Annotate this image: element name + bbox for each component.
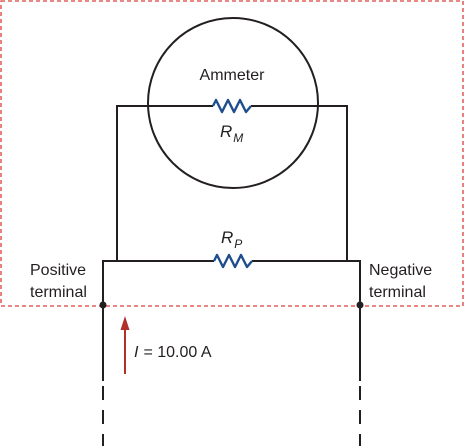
shunt-resistor-label: RP [221, 228, 242, 251]
current-arrow-head [120, 316, 130, 330]
meter-resistor-label: RM [220, 122, 243, 145]
positive-terminal-line-1: Positive [30, 262, 86, 279]
current-label: I= 10.00 A [134, 344, 212, 361]
negative-terminal-line-1: Negative [369, 262, 432, 279]
positive-terminal-label: Positive terminal [30, 262, 90, 301]
meter-branch-right-wire [251, 105, 348, 261]
ammeter-circle [147, 17, 319, 189]
negative-terminal-line-2: terminal [369, 284, 426, 301]
ammeter-title: Ammeter [200, 67, 266, 84]
ammeter-boundary-box [0, 0, 464, 307]
shunt-branch-left-wire [102, 260, 214, 300]
shunt-branch-right-wire [252, 260, 361, 300]
positive-terminal-line-2: terminal [30, 284, 87, 301]
meter-branch-left-wire [116, 105, 213, 261]
meter-resistor-symbol [211, 98, 252, 114]
negative-terminal-label: Negative terminal [369, 262, 437, 301]
shunt-resistor-symbol [212, 253, 253, 269]
